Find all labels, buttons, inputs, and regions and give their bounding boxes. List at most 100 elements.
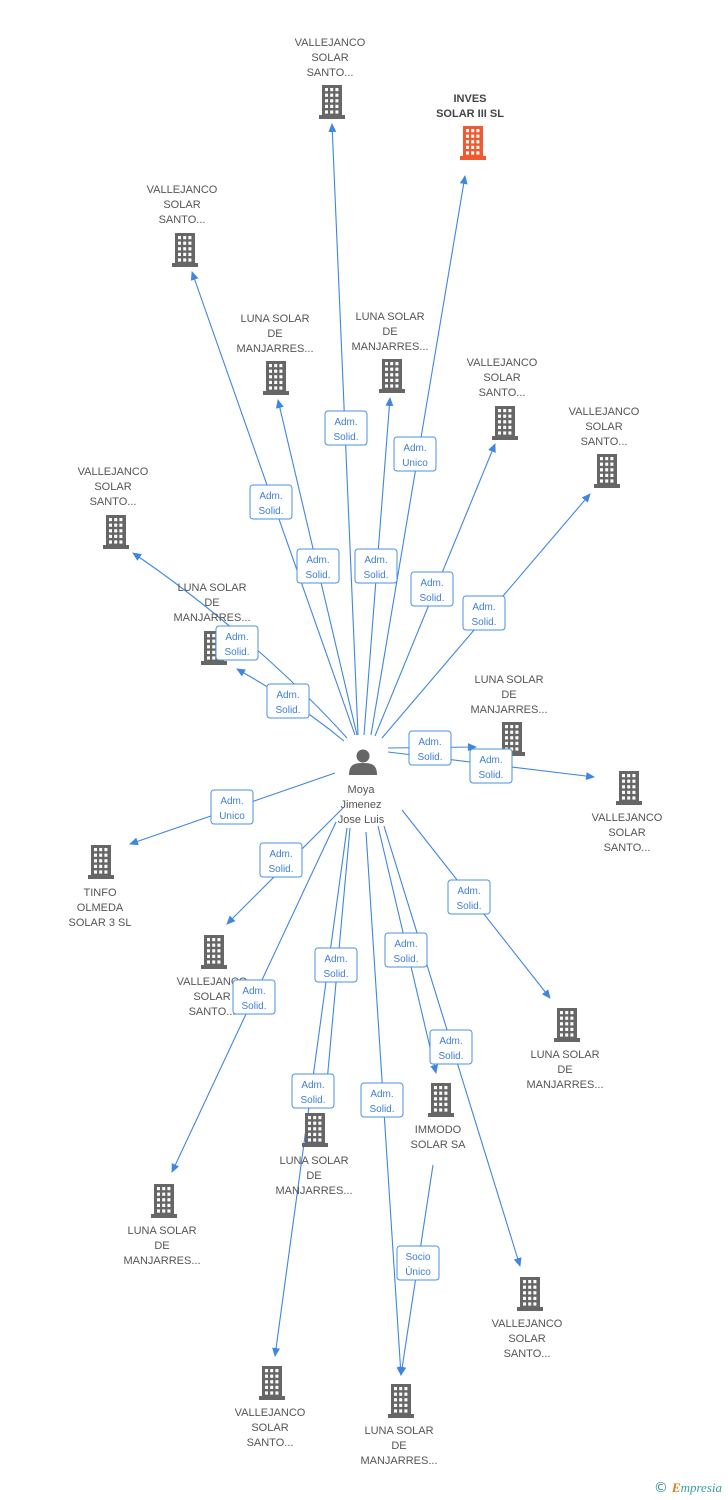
edge-label-c10[interactable]: Adm.Solid. [408, 730, 452, 766]
company-name-line: LUNA SOLAR [127, 1225, 196, 1237]
company-node-c3[interactable]: VALLEJANCOSOLARSANTO... [147, 184, 218, 267]
company-name-line: LUNA SOLAR [177, 582, 246, 594]
edge-label-c5[interactable]: Adm.Solid. [354, 548, 398, 584]
edge-label-c16[interactable]: Adm.Solid. [314, 947, 358, 983]
edge-label-line: Solid. [323, 969, 348, 980]
edge-label-line: Solid. [438, 1051, 463, 1062]
brand-logo[interactable]: Empresia [672, 1480, 722, 1496]
edge-label-c8[interactable]: Adm.Solid. [215, 625, 259, 661]
company-name-line: VALLEJANCO [235, 1407, 306, 1419]
edge-label-line: Solid. [363, 570, 388, 581]
building-icon [172, 233, 198, 267]
edge-label-c19[interactable]: Adm.Solid. [291, 1073, 335, 1109]
company-name-line: IMMODO [415, 1124, 462, 1136]
building-icon [103, 515, 129, 549]
company-node-c5[interactable]: LUNA SOLARDEMANJARRES... [351, 311, 429, 393]
edge-label-line: Solid. [393, 954, 418, 965]
edge-label-line: Solid. [275, 705, 300, 716]
building-icon [201, 935, 227, 969]
building-icon [88, 845, 114, 879]
company-node-c7[interactable]: VALLEJANCOSOLARSANTO... [569, 406, 640, 488]
edge-label-c7[interactable]: Adm. Solid. [462, 595, 506, 631]
company-name-line: SOLAR SA [410, 1139, 466, 1151]
company-name-line: INVES [453, 93, 486, 105]
person-name-line: Jimenez [341, 799, 382, 811]
building-icon [517, 1277, 543, 1311]
edge-label-c9[interactable]: Adm.Solid. [266, 683, 310, 719]
company-name-line: DE [204, 597, 219, 609]
company-name-line: VALLEJANCO [177, 976, 248, 988]
company-name-line: VALLEJANCO [467, 357, 538, 369]
edge-label-c13[interactable]: Adm.Solid. [259, 842, 303, 878]
edge-label-c18[interactable]: Adm.Solid. [429, 1029, 473, 1065]
company-name-line: SOLAR [163, 199, 200, 211]
edge-label-line: Solid. [224, 647, 249, 658]
building-icon [319, 85, 345, 119]
edge-label-c3[interactable]: Adm.Solid. [249, 484, 293, 520]
company-name-line: MANJARRES... [123, 1255, 200, 1267]
company-node-c8[interactable]: VALLEJANCOSOLARSANTO... [78, 466, 149, 549]
company-node-c4[interactable]: LUNA SOLARDEMANJARRES... [236, 313, 314, 395]
edge-label-line: Solid. [369, 1104, 394, 1115]
company-name-line: VALLEJANCO [295, 37, 366, 49]
company-node-c10[interactable]: LUNA SOLARDEMANJARRES... [470, 674, 548, 756]
company-name-line: SANTO... [581, 436, 628, 448]
company-name-line: MANJARRES... [236, 343, 313, 355]
company-name-line: SANTO... [159, 214, 206, 226]
company-name-line: DE [501, 689, 516, 701]
company-node-c17[interactable]: LUNA SOLARDEMANJARRES... [123, 1184, 201, 1267]
company-name-line: SOLAR [94, 481, 131, 493]
edge-label-c11[interactable]: Adm.Solid. [469, 748, 513, 784]
company-node-c15[interactable]: IMMODO SOLAR SA [410, 1083, 466, 1151]
company-node-c20[interactable]: LUNA SOLARDEMANJARRES... [360, 1384, 438, 1467]
building-icon [151, 1184, 177, 1218]
company-node-c6[interactable]: VALLEJANCOSOLARSANTO... [467, 357, 538, 440]
company-node-c18[interactable]: VALLEJANCOSOLARSANTO... [492, 1277, 563, 1360]
person-name-line: Moya [348, 784, 376, 796]
edge-label-c20[interactable]: Adm.Solid. [360, 1082, 404, 1118]
edge-label-line: Solid. [419, 593, 444, 604]
edge-label-c2[interactable]: Adm.Unico [393, 436, 437, 472]
person-name-line: Jose Luis [338, 814, 385, 826]
edge-label-c12[interactable]: Adm.Unico [210, 789, 254, 825]
building-icon [616, 771, 642, 805]
person-icon [349, 749, 377, 775]
company-name-line: LUNA SOLAR [530, 1049, 599, 1061]
edge-label-line: Adm. [472, 602, 495, 613]
edge-label-c15[interactable]: Adm.Solid. [384, 932, 428, 968]
edge-label-line: Adm. [420, 578, 443, 589]
company-name-line: SOLAR [311, 52, 348, 64]
company-node-c14[interactable]: LUNA SOLARDEMANJARRES... [526, 1008, 604, 1091]
edge-label-c6[interactable]: Adm. Solid. [410, 571, 454, 607]
company-name-line: DE [267, 328, 282, 340]
edge-label-line: Adm. [403, 443, 426, 454]
edge-label-c14[interactable]: Adm.Solid. [447, 879, 491, 915]
company-name-line: LUNA SOLAR [474, 674, 543, 686]
company-node-c16[interactable]: LUNA SOLARDEMANJARRES... [275, 1113, 353, 1197]
company-node-c9[interactable]: LUNA SOLARDEMANJARRES... [173, 582, 251, 665]
edge-label-c4[interactable]: Adm.Solid. [296, 548, 340, 584]
edge-label-c17[interactable]: Adm.Solid. [232, 979, 276, 1015]
building-icon [302, 1113, 328, 1147]
company-node-c11[interactable]: VALLEJANCOSOLARSANTO... [592, 771, 663, 854]
edge-label-c1[interactable]: Adm.Solid. [324, 410, 368, 446]
company-name-line: SANTO... [90, 496, 137, 508]
edge-label-line: Adm. [457, 886, 480, 897]
company-name-line: SOLAR III SL [436, 108, 504, 120]
company-name-line: VALLEJANCO [492, 1318, 563, 1330]
building-icon [388, 1384, 414, 1418]
company-name-line: SOLAR [251, 1422, 288, 1434]
company-name-line: TINFO [84, 887, 117, 899]
company-node-c13[interactable]: VALLEJANCOSOLARSANTO... [177, 935, 248, 1018]
company-node-c2[interactable]: INVES SOLAR III SL [436, 93, 504, 160]
company-node-c19[interactable]: VALLEJANCOSOLARSANTO... [235, 1366, 306, 1449]
edge-label-line: Adm. [259, 491, 282, 502]
edge-label-line: Adm. [242, 986, 265, 997]
company-node-c1[interactable]: VALLEJANCOSOLARSANTO... [295, 37, 366, 119]
edge-label-line: Solid. [471, 617, 496, 628]
brand-initial: E [671, 1480, 681, 1495]
